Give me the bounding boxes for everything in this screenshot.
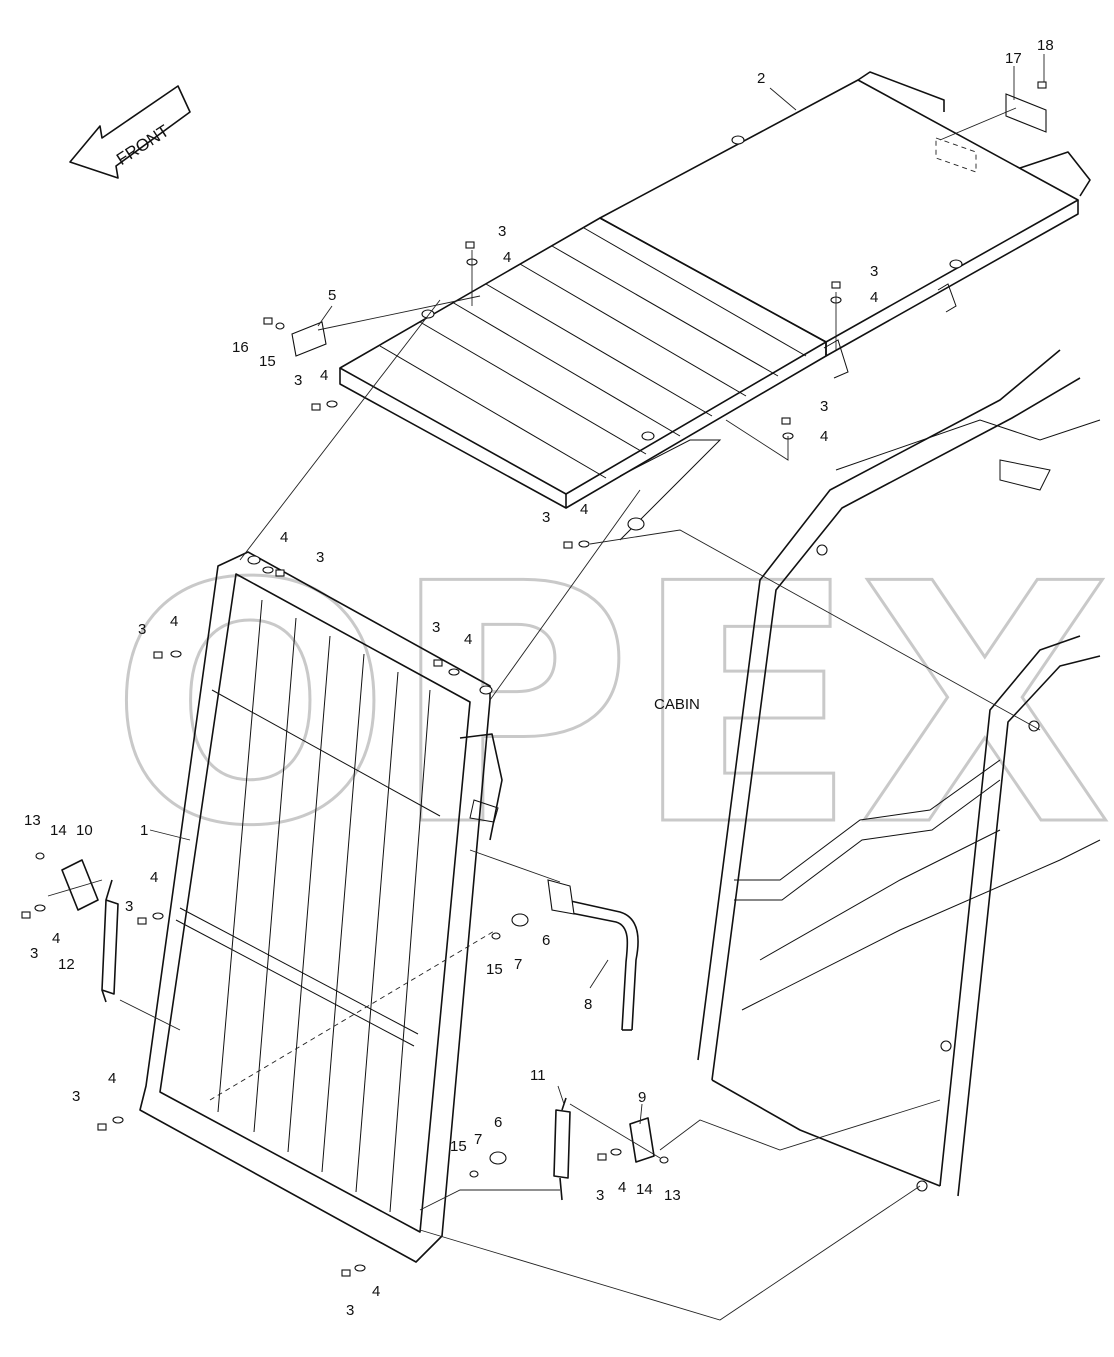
callout-15: 15 xyxy=(259,353,276,370)
callout-4: 4 xyxy=(618,1179,626,1196)
callout-13: 13 xyxy=(24,812,41,829)
callout-3: 3 xyxy=(432,619,440,636)
callout-15: 15 xyxy=(450,1138,467,1155)
watermark-text: OPEX xyxy=(110,514,1112,898)
leader-lines xyxy=(47,54,1045,1321)
callout-16: 16 xyxy=(232,339,249,356)
callout-3: 3 xyxy=(138,621,146,638)
callout-3: 3 xyxy=(346,1302,354,1319)
callouts: 18 17 2 3 4 5 16 15 3 4 3 4 3 4 3 4 4 3 … xyxy=(24,37,1054,1319)
watermark: OPEX xyxy=(109,513,1114,900)
gas-springs xyxy=(61,859,655,1201)
callout-8: 8 xyxy=(584,996,592,1013)
cabin: CABIN xyxy=(654,349,1101,1197)
callout-7: 7 xyxy=(514,956,522,973)
callout-3: 3 xyxy=(498,223,506,240)
front-arrow-icon: FRONT xyxy=(69,85,191,179)
callout-4: 4 xyxy=(503,249,511,266)
front-label: FRONT xyxy=(113,121,172,169)
callout-11: 11 xyxy=(530,1067,546,1084)
callout-3: 3 xyxy=(125,898,133,915)
callout-10: 10 xyxy=(76,822,93,839)
callout-14: 14 xyxy=(50,822,67,839)
callout-7: 7 xyxy=(474,1131,482,1148)
callout-4: 4 xyxy=(870,289,878,306)
callout-12: 12 xyxy=(58,956,75,973)
callout-3: 3 xyxy=(820,398,828,415)
callout-3: 3 xyxy=(30,945,38,962)
callout-3: 3 xyxy=(294,372,302,389)
callout-3: 3 xyxy=(72,1088,80,1105)
callout-4: 4 xyxy=(108,1070,116,1087)
top-guard xyxy=(339,217,827,541)
callout-3: 3 xyxy=(542,509,550,526)
callout-4: 4 xyxy=(580,501,588,518)
callout-9: 9 xyxy=(638,1089,646,1106)
callout-6: 6 xyxy=(494,1114,502,1131)
callout-4: 4 xyxy=(280,529,288,546)
callout-4: 4 xyxy=(820,428,828,445)
front-guard xyxy=(139,551,503,1263)
callout-2: 2 xyxy=(757,70,765,87)
callout-4: 4 xyxy=(464,631,472,648)
callout-4: 4 xyxy=(170,613,178,630)
callout-17: 17 xyxy=(1005,50,1022,67)
callout-3: 3 xyxy=(870,263,878,280)
callout-15: 15 xyxy=(486,961,503,978)
callout-13: 13 xyxy=(664,1187,681,1204)
callout-4: 4 xyxy=(150,869,158,886)
callout-4: 4 xyxy=(52,930,60,947)
callout-3: 3 xyxy=(596,1187,604,1204)
callout-14: 14 xyxy=(636,1181,653,1198)
callout-4: 4 xyxy=(372,1283,380,1300)
callout-1: 1 xyxy=(140,822,148,839)
callout-6: 6 xyxy=(542,932,550,949)
hardware xyxy=(21,81,1047,1277)
stay-bar xyxy=(513,879,639,1031)
callout-18: 18 xyxy=(1037,37,1054,54)
callout-4: 4 xyxy=(320,367,328,384)
callout-5: 5 xyxy=(328,287,336,304)
callout-3: 3 xyxy=(316,549,324,566)
cabin-label: CABIN xyxy=(654,696,700,713)
